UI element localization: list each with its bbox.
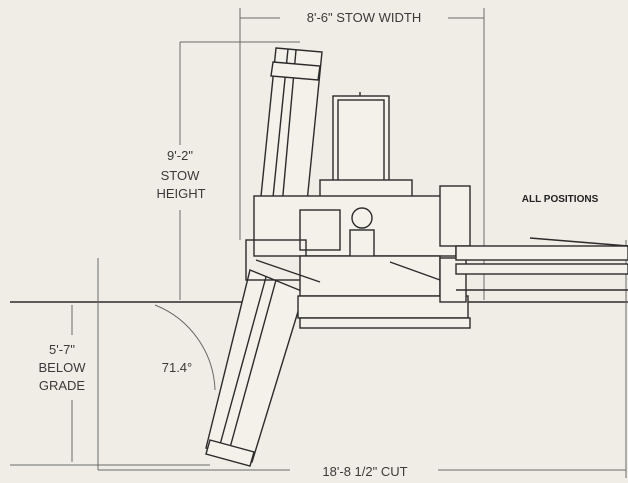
below-grade-dimension (10, 258, 210, 470)
stow-height-word1: STOW (160, 168, 200, 183)
angle-arc (154, 304, 216, 391)
angle-label: 71.4° (161, 360, 193, 375)
stow-height-value: 9'-2" (167, 148, 193, 163)
lower-boom (205, 269, 305, 467)
stow-width-label: 8'-6" STOW WIDTH (280, 10, 448, 26)
stow-height-dimension (179, 41, 300, 300)
cut-length-dimension (98, 240, 627, 478)
upper-boom (257, 47, 323, 233)
below-grade-word1: BELOW (38, 360, 86, 375)
stow-height-word2: HEIGHT (156, 186, 206, 201)
all-positions-note: ALL POSITIONS (521, 194, 599, 205)
below-grade-value: 5'-7" (49, 342, 75, 357)
cut-length-label: 18'-8 1/2" CUT (292, 464, 438, 480)
track-base (255, 255, 471, 329)
below-grade-word2: GRADE (38, 378, 86, 393)
cab-housing (245, 92, 471, 281)
side-arm (455, 237, 628, 291)
